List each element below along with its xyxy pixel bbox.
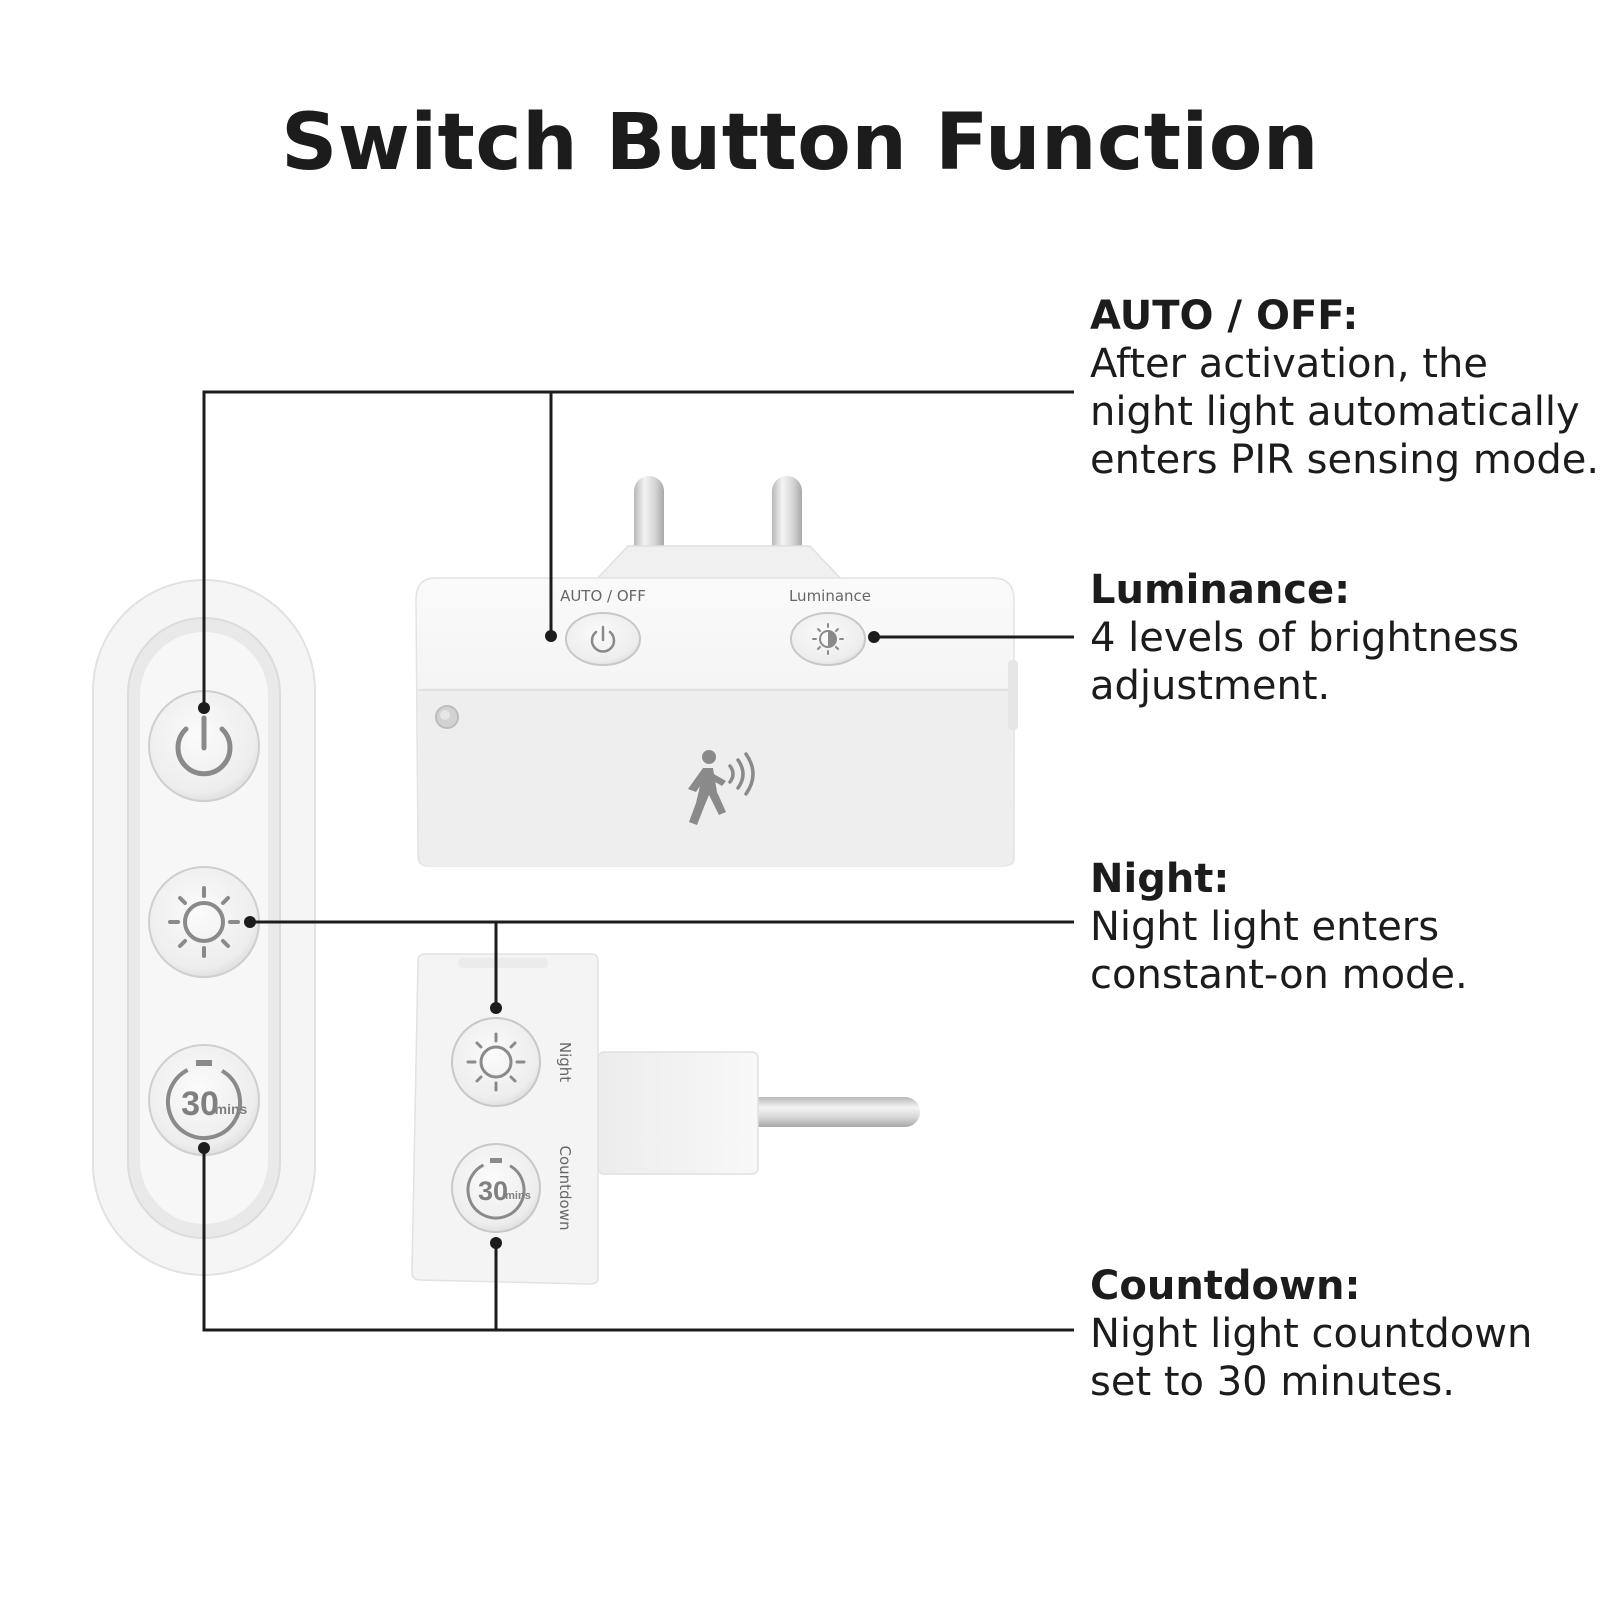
front-panel: 30 mins — [92, 579, 316, 1276]
callout-text: Night light enters constant-on mode. — [1090, 904, 1468, 998]
bottom-device: Night 30 mins Countdown — [411, 953, 920, 1285]
callout-countdown: Countdown: Night light countdown set to … — [1090, 1262, 1600, 1406]
plug-pin-side — [752, 1097, 920, 1127]
callout-title: Countdown: — [1090, 1263, 1361, 1309]
timer-icon: 30 mins — [466, 1158, 531, 1220]
device-countdown-button[interactable]: 30 mins — [451, 1143, 541, 1233]
sun-icon — [168, 886, 240, 958]
leader-dots — [198, 630, 880, 1249]
leader-lines — [202, 390, 1074, 1332]
timer-unit: mins — [505, 1190, 531, 1202]
leader-auto-off — [202, 390, 1074, 708]
power-icon — [175, 715, 233, 777]
top-device: AUTO / OFF Luminance — [415, 476, 1018, 867]
timer-icon: 30 mins — [166, 1060, 248, 1140]
sun-icon — [466, 1032, 526, 1092]
callout-luminance: Luminance: 4 levels of brightness adjust… — [1090, 566, 1600, 710]
device-luminance-button[interactable] — [790, 612, 866, 666]
timer-digits: 30 — [478, 1176, 508, 1206]
timer-digits: 30 — [181, 1085, 219, 1123]
panel-night-button[interactable] — [148, 866, 260, 978]
callout-title: AUTO / OFF: — [1090, 293, 1359, 339]
callout-auto-off: AUTO / OFF: After activation, the night … — [1090, 292, 1600, 484]
callout-night: Night: Night light enters constant-on mo… — [1090, 855, 1600, 999]
device-label-auto-off: AUTO / OFF — [560, 587, 646, 605]
panel-auto-off-button[interactable] — [148, 690, 260, 802]
callout-text: 4 levels of brightness adjustment. — [1090, 615, 1520, 709]
plug-pins-top — [634, 476, 802, 547]
leader-countdown — [202, 1148, 1074, 1332]
page-title: Switch Button Function — [281, 98, 1319, 188]
callout-title: Night: — [1090, 856, 1230, 902]
callout-text: Night light countdown set to 30 minutes. — [1090, 1311, 1533, 1405]
device-night-button[interactable] — [451, 1017, 541, 1107]
device-label-night: Night — [556, 1042, 574, 1082]
panel-countdown-button[interactable]: 30 mins — [148, 1044, 260, 1156]
brightness-icon — [812, 623, 844, 655]
device-label-countdown: Countdown — [556, 1145, 574, 1230]
callout-title: Luminance: — [1090, 567, 1351, 613]
power-icon — [590, 625, 616, 653]
device-label-luminance: Luminance — [789, 587, 871, 605]
leader-night — [250, 920, 1074, 1008]
device-auto-off-button[interactable] — [565, 612, 641, 666]
motion-sensor-icon — [688, 750, 755, 825]
callout-text: After activation, the night light automa… — [1090, 341, 1600, 483]
timer-unit: mins — [215, 1101, 248, 1117]
